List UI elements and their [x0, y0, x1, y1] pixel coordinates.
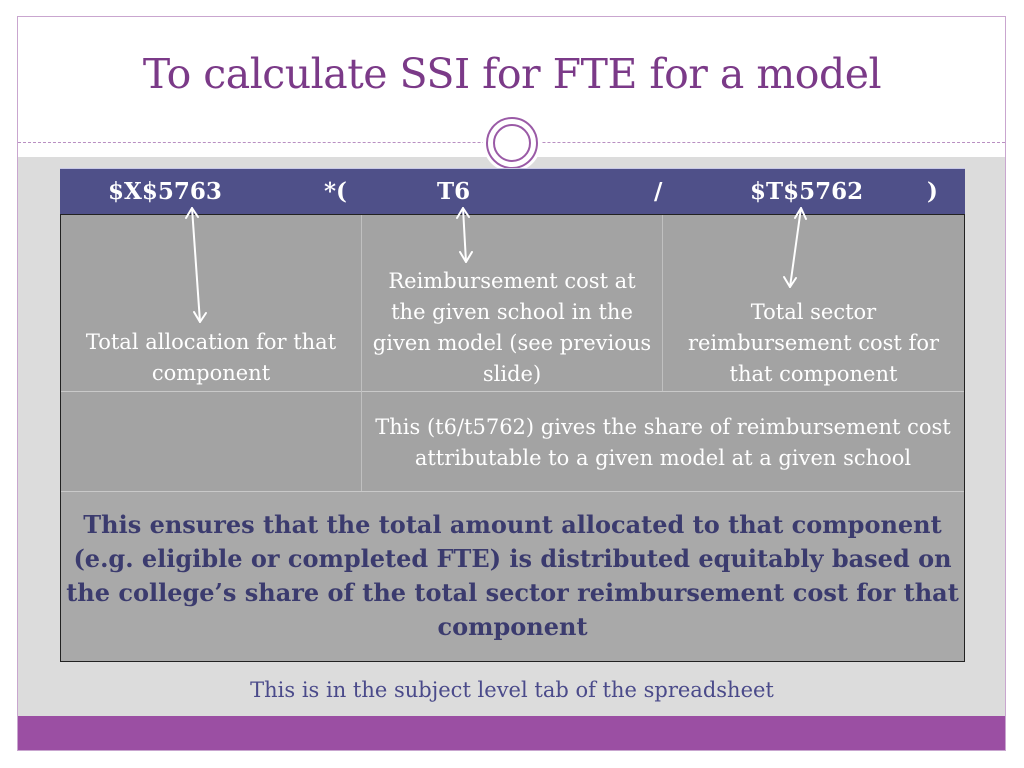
formula-part-allocation-ref: $X$5763	[108, 178, 222, 205]
cell-sector-cost-text: Total sector reimbursement cost for that…	[687, 300, 940, 386]
row-divider	[61, 391, 964, 392]
formula-part-close: )	[927, 178, 938, 205]
row-divider	[61, 491, 964, 492]
cell-share-note: This (t6/t5762) gives the share of reimb…	[362, 392, 964, 491]
column-divider	[361, 215, 362, 491]
cell-allocation: Total allocation for that component	[61, 215, 361, 391]
cell-school-cost: Reimbursement cost at the given school i…	[362, 215, 662, 391]
formula-part-school-ref: T6	[437, 178, 471, 205]
slide-title: To calculate SSI for FTE for a model	[142, 50, 882, 98]
footnote: This is in the subject level tab of the …	[250, 678, 774, 702]
cell-empty	[61, 392, 361, 491]
formula-part-sector-ref: $T$5762	[750, 178, 864, 205]
cell-school-cost-text: Reimbursement cost at the given school i…	[372, 269, 652, 386]
formula-part-divide: /	[654, 178, 663, 205]
formula-part-multiply-open: *(	[324, 178, 347, 205]
cell-sector-cost: Total sector reimbursement cost for that…	[663, 215, 964, 391]
summary-text: This ensures that the total amount alloc…	[61, 492, 964, 661]
column-divider	[662, 215, 663, 391]
circle-ornament-ring-inner	[493, 124, 531, 162]
cell-share-note-text: This (t6/t5762) gives the share of reimb…	[375, 415, 951, 470]
cell-allocation-text: Total allocation for that component	[85, 330, 337, 385]
formula-bar: $X$5763 *( T6 / $T$5762 )	[60, 168, 965, 215]
bottom-accent-bar	[18, 716, 1005, 750]
